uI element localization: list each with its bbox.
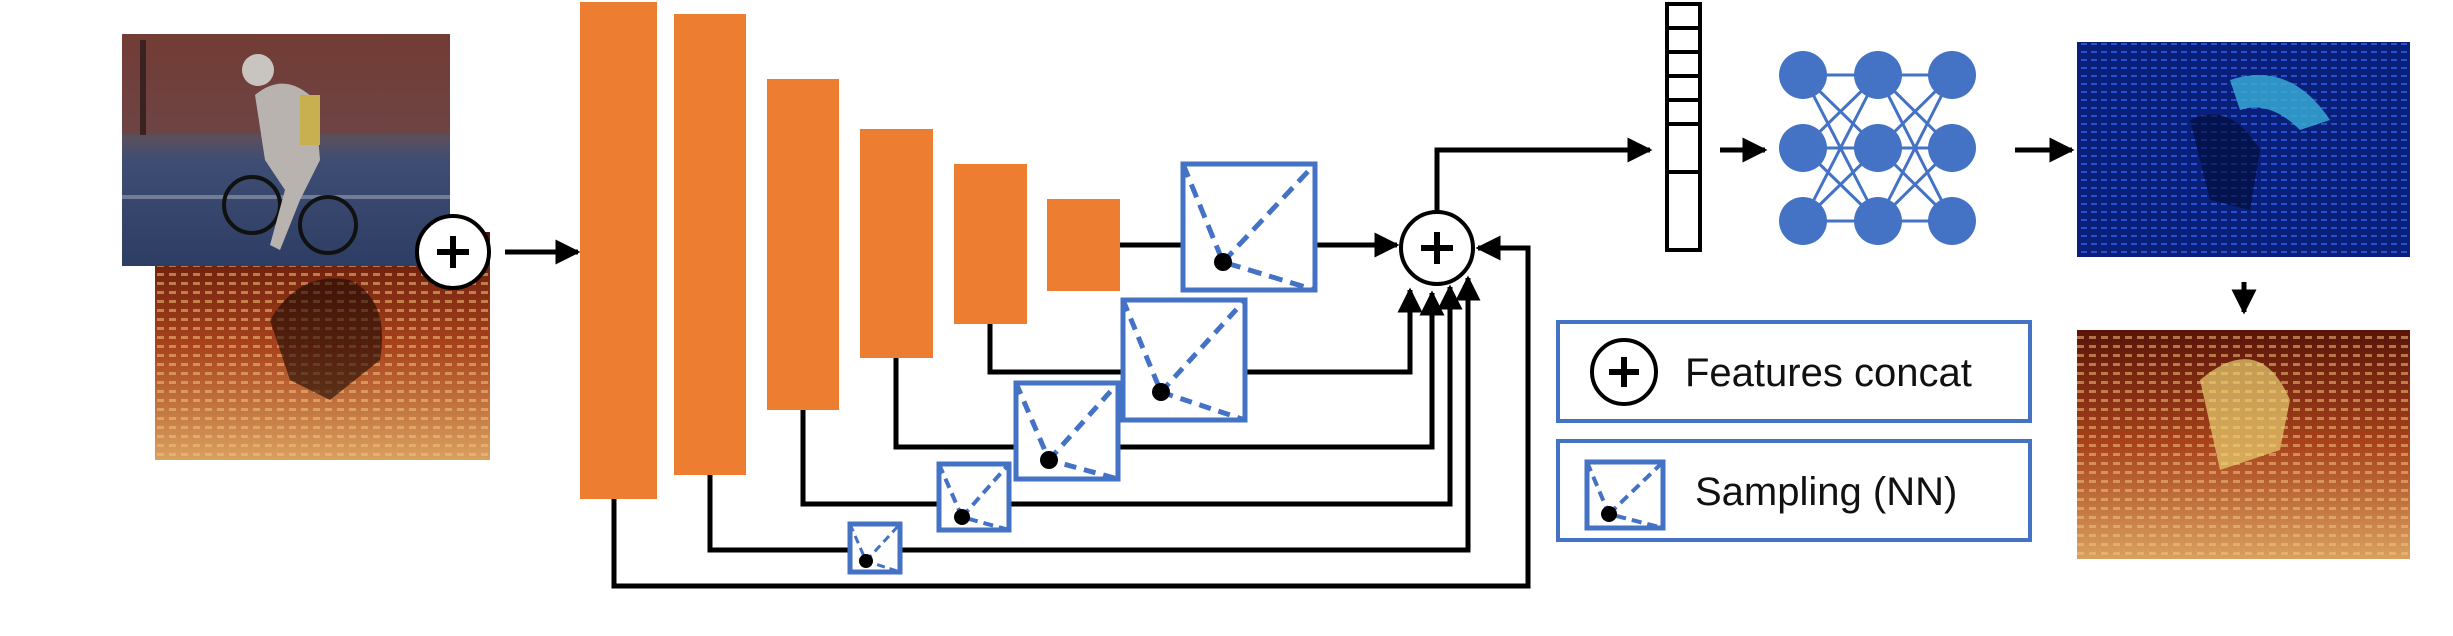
- encoder: [580, 2, 1120, 499]
- encoder-block-2: [674, 14, 746, 475]
- legend-sampling-label: Sampling (NN): [1695, 470, 1957, 514]
- legend-concat: Features concat: [1556, 320, 2032, 423]
- sampling-box-5: [847, 521, 903, 575]
- sampling-box-2: [1120, 297, 1248, 423]
- legend: Features concat Sampling (NN): [1556, 320, 2032, 542]
- skip-line-3-out: [1009, 284, 1463, 507]
- encoder-block-1: [580, 2, 657, 499]
- legend-sampling: Sampling (NN): [1556, 439, 2032, 542]
- input-concat-symbol: [415, 214, 491, 290]
- encoder-block-6: [1047, 199, 1120, 291]
- neural-network-icon: [1779, 51, 1976, 245]
- skip-line-2: [707, 475, 850, 553]
- neural-network: [1779, 51, 1976, 245]
- skip-line-1: [611, 235, 1531, 589]
- skip-line-5-out: [1245, 287, 1423, 375]
- skip-line-4-out: [1118, 290, 1445, 450]
- output-lidar-image: [2077, 330, 2410, 559]
- skip-line-4: [893, 358, 1016, 450]
- skip-line-5: [987, 324, 1123, 375]
- input-rgb-image: [122, 34, 450, 266]
- feature-vector-icon: [1665, 2, 1702, 252]
- encoder-block-3: [767, 79, 839, 410]
- skip-connections: [611, 232, 1531, 589]
- encoder-block-5: [954, 164, 1027, 324]
- fusion-concat-symbol: [1399, 210, 1475, 286]
- sampling-box-4: [936, 461, 1012, 533]
- sampling-box-1: [1180, 161, 1318, 293]
- legend-concat-label: Features concat: [1685, 351, 1972, 395]
- sampling-box-3: [1013, 380, 1121, 482]
- skip-line-3: [800, 410, 939, 507]
- skip-line-2-out: [900, 275, 1481, 553]
- fusion-to-vector-arrow: [1434, 137, 1653, 212]
- feature-vector: [1665, 2, 1702, 252]
- sampling-boxes: [847, 161, 1318, 575]
- prediction-image: [2077, 42, 2410, 257]
- encoder-block-4: [860, 129, 933, 358]
